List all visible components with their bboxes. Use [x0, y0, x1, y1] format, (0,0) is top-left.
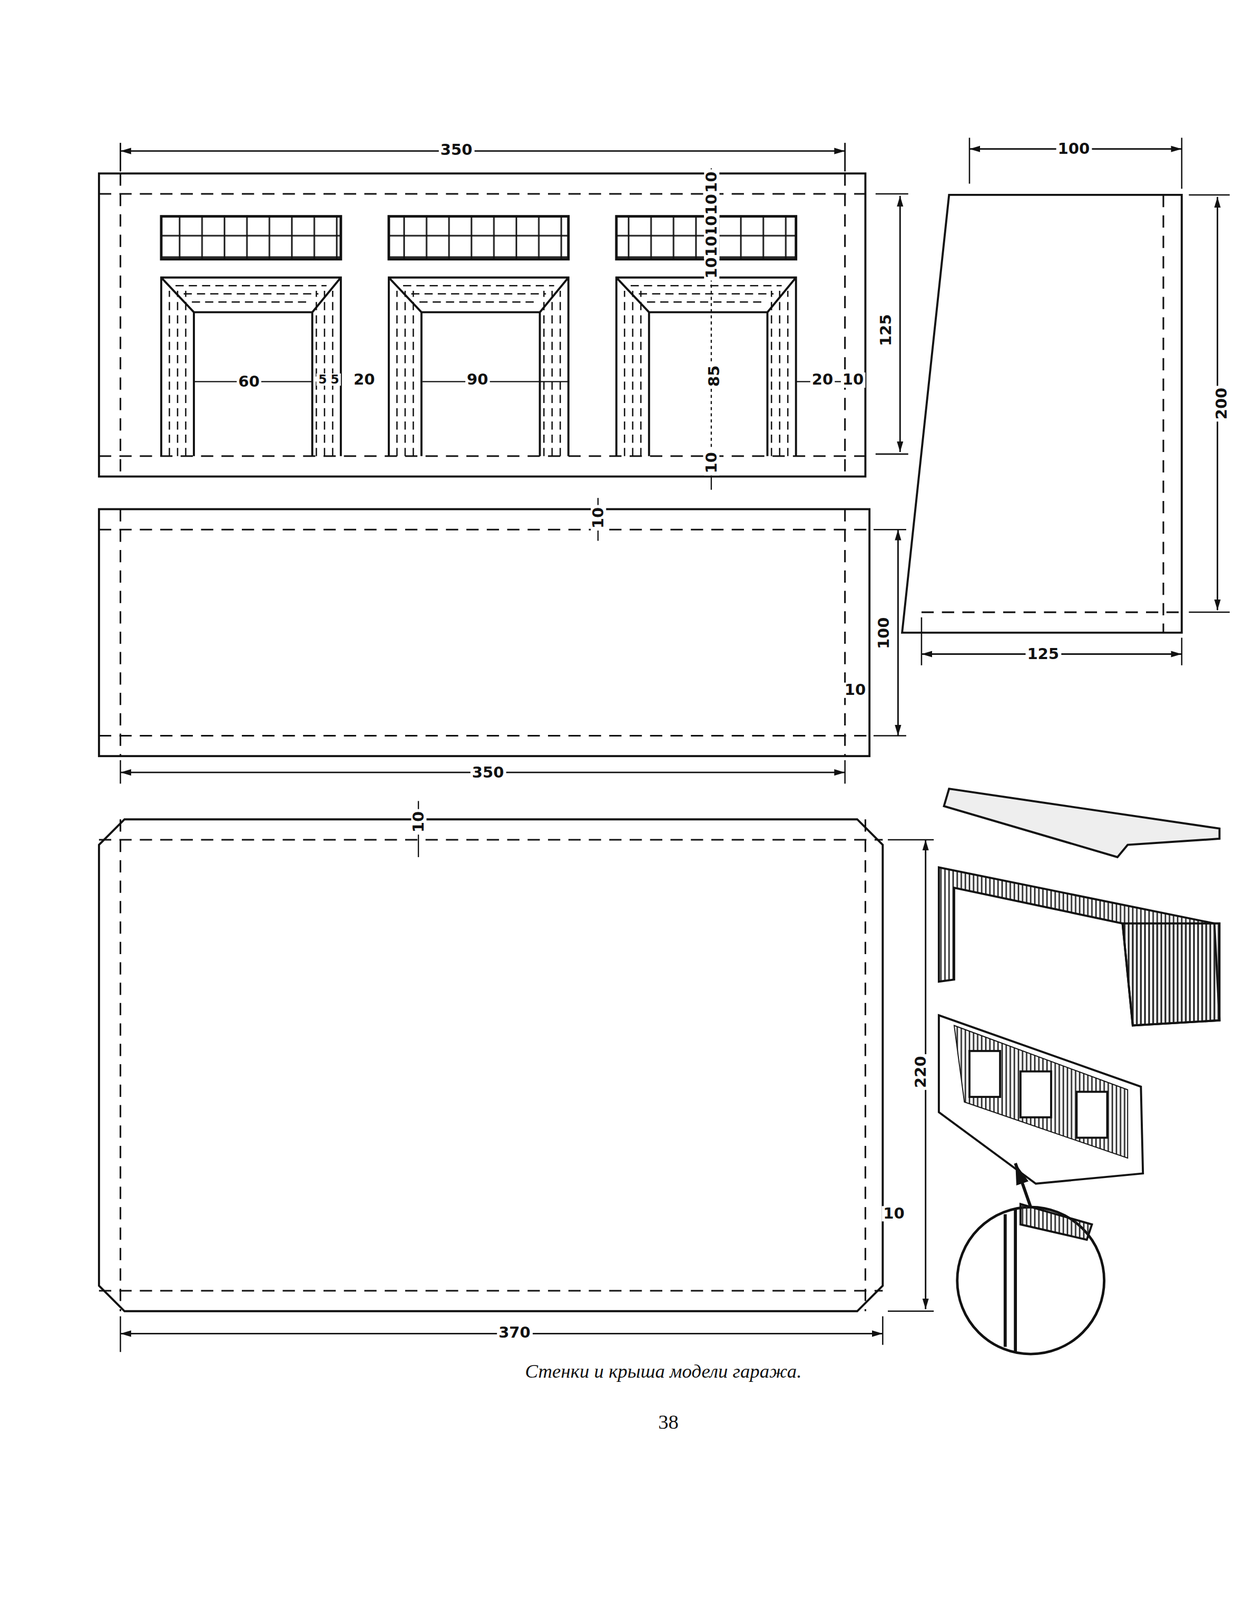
dimension: 10 — [703, 169, 719, 195]
dimension: 10 — [410, 808, 426, 835]
dimension: 350 — [438, 142, 475, 158]
dimension: 220 — [913, 1053, 929, 1090]
dimension: 20 — [809, 371, 836, 388]
dimension: 10 — [842, 682, 868, 698]
dimension: 10 — [840, 371, 866, 388]
door-frame — [161, 277, 341, 457]
frame-lines — [396, 285, 561, 456]
door-frame — [388, 277, 569, 457]
dimension: 85 — [706, 363, 722, 389]
frame-lines — [624, 285, 788, 456]
dimension: 60 — [236, 374, 262, 390]
dimension: 370 — [496, 1325, 533, 1341]
dimension: 125 — [1025, 646, 1062, 662]
door-frame — [616, 277, 797, 457]
window-grid — [388, 216, 569, 260]
frame-lines — [169, 285, 333, 456]
dimension: 10 — [703, 254, 719, 280]
dimension: 5 — [316, 373, 329, 386]
dimension: 125 — [878, 311, 894, 348]
dimension: 90 — [464, 371, 491, 388]
page-number: 38 — [655, 1411, 681, 1433]
dimension: 5 — [328, 373, 342, 386]
dimension: 10 — [590, 504, 606, 531]
dimension: 20 — [351, 371, 377, 388]
dimension: 100 — [876, 614, 892, 651]
dimension: 200 — [1213, 385, 1230, 421]
dimension: 350 — [469, 765, 506, 781]
dimension: 100 — [1055, 141, 1092, 157]
dimension: 10 — [703, 449, 719, 475]
dimension: 10 — [880, 1205, 907, 1221]
caption: Стенки и крыша модели гаража. — [523, 1360, 805, 1381]
window-grid — [161, 216, 341, 260]
